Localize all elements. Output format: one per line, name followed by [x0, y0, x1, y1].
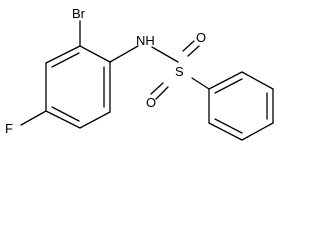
- bond-c4-f: [20, 110, 47, 126]
- bond-ring2-c7-c8: [208, 71, 243, 90]
- bond-s-o-top-a: [182, 40, 195, 52]
- bond-s-o-bottom-a: [150, 82, 164, 95]
- bond-ring2-c11-c12: [208, 122, 243, 141]
- bond-ring1-c4-c5: [45, 110, 81, 129]
- chemical-structure: Br NH S O O F: [5, 6, 274, 141]
- bond-lines: [20, 20, 274, 141]
- bond-ring1-c1-c2: [79, 45, 111, 63]
- atom-labels: Br NH S O O F: [5, 6, 206, 136]
- bond-s-o-top-b: [187, 45, 200, 57]
- bond-ring2-c8-c9: [241, 71, 274, 90]
- atom-label-oxygen-top: O: [196, 30, 206, 45]
- bond-n-s: [151, 46, 179, 63]
- bond-ring2-c7-c8-inner: [214, 78, 243, 94]
- atom-label-fluorine: F: [5, 121, 13, 136]
- bond-s-c7: [191, 77, 210, 90]
- atom-label-oxygen-bottom: O: [146, 95, 156, 110]
- bond-ring1-c2-c3: [45, 45, 81, 64]
- bond-ring2-c10-c11: [241, 122, 274, 141]
- bond-c1-n: [109, 45, 139, 63]
- bond-ring1-c2-c3-inner: [51, 52, 80, 68]
- atom-label-sulfur: S: [175, 64, 184, 79]
- atom-label-bromine: Br: [72, 6, 86, 21]
- bond-ring2-c11-c12-inner: [214, 118, 243, 134]
- atom-label-amine: NH: [136, 33, 155, 48]
- bond-ring1-c4-c5-inner: [51, 106, 80, 122]
- bond-s-o-bottom-b: [155, 86, 169, 100]
- bond-ring1-c5-c6: [79, 111, 111, 129]
